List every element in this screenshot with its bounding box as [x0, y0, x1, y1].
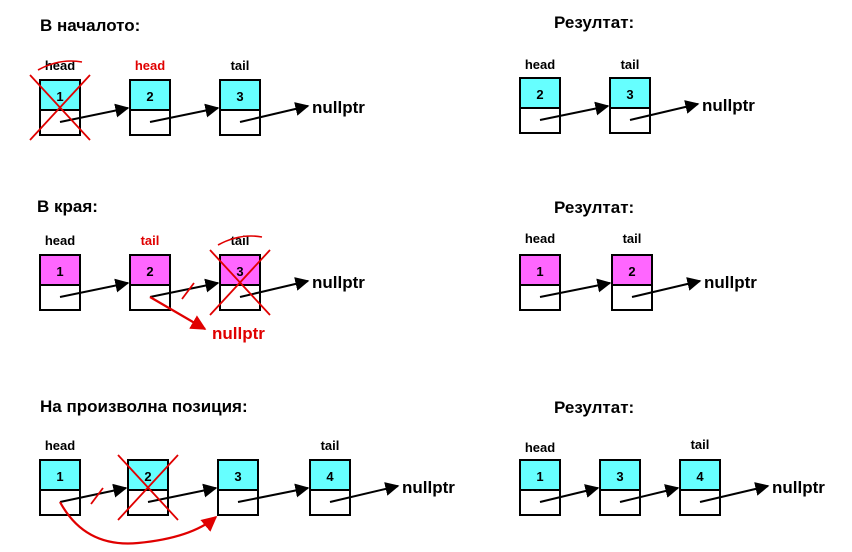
result-heading-beginning: Резултат:	[554, 13, 634, 32]
node-value: 1	[536, 469, 543, 484]
node-value-cell	[129, 254, 171, 286]
nullptr-link-arrow	[239, 102, 310, 123]
next-link-arrow	[539, 278, 612, 298]
heading-end: В края:	[37, 197, 98, 216]
node-value: 1	[56, 89, 63, 104]
nullptr-label: nullptr	[702, 96, 755, 115]
head-pointer-label: head	[45, 233, 75, 248]
node-value: 2	[536, 87, 543, 102]
node-value: 2	[146, 89, 153, 104]
redirect-nullptr-label: nullptr	[212, 324, 265, 343]
nullptr-label: nullptr	[312, 273, 365, 292]
node-value: 3	[626, 87, 633, 102]
node-value-cell	[309, 459, 351, 491]
delete-cross-line	[209, 249, 271, 316]
next-link-arrow	[237, 483, 310, 503]
next-link-arrow	[619, 484, 680, 503]
node-value-cell	[219, 254, 261, 286]
node-value-cell	[599, 459, 641, 491]
next-link-arrow	[539, 484, 600, 503]
node-next-cell	[609, 107, 651, 134]
node-value-cell	[127, 459, 169, 491]
redirect-arrow	[59, 501, 218, 545]
node-next-cell	[219, 109, 261, 136]
node-value-cell	[679, 459, 721, 491]
next-link-arrow	[149, 278, 220, 298]
node-next-cell	[39, 284, 81, 311]
node-value: 4	[696, 469, 704, 484]
nullptr-link-arrow	[329, 482, 400, 503]
tail-pointer-label: tail	[623, 231, 642, 246]
delete-cross-line	[29, 74, 91, 141]
node-value: 1	[536, 264, 543, 279]
node-next-cell	[679, 489, 721, 516]
node-value: 4	[326, 469, 334, 484]
head-pointer-label: head	[135, 58, 165, 73]
tail-pointer-label: tail	[141, 233, 160, 248]
node-next-cell	[611, 284, 653, 311]
pointer-strike	[37, 60, 83, 71]
next-link-arrow	[59, 278, 130, 298]
node-next-cell	[519, 489, 561, 516]
node-value: 3	[236, 89, 243, 104]
node-next-cell	[519, 107, 561, 134]
node-value-cell	[217, 459, 259, 491]
node-value-cell	[519, 77, 561, 109]
node-value: 2	[144, 469, 151, 484]
next-link-arrow	[59, 483, 128, 503]
tail-pointer-label: tail	[691, 437, 710, 452]
node-value: 3	[236, 264, 243, 279]
result-heading-arbitrary: Резултат:	[554, 398, 634, 417]
node-value: 3	[616, 469, 623, 484]
result-heading-end: Резултат:	[554, 198, 634, 217]
node-next-cell	[129, 109, 171, 136]
node-next-cell	[309, 489, 351, 516]
tail-pointer-label: tail	[231, 233, 250, 248]
nullptr-label: nullptr	[312, 98, 365, 117]
tail-pointer-label: tail	[621, 57, 640, 72]
pointer-strike	[217, 235, 263, 246]
cut-mark	[181, 282, 195, 300]
node-value-cell	[39, 254, 81, 286]
lists-layer: 1 2 3 head head tail nullptr 2 3 head tail nullptr 1…	[29, 57, 825, 545]
node-value: 2	[628, 264, 635, 279]
node-value: 1	[56, 469, 63, 484]
node-value: 3	[234, 469, 241, 484]
tail-pointer-label: tail	[231, 58, 250, 73]
head-pointer-label: head	[525, 57, 555, 72]
heading-arbitrary: На произволна позиция:	[40, 397, 248, 416]
head-pointer-label: head	[45, 438, 75, 453]
delete-cross-line	[117, 454, 179, 521]
node-value-cell	[219, 79, 261, 111]
nullptr-link-arrow	[629, 100, 700, 121]
nullptr-link-arrow	[631, 277, 702, 298]
node-value: 2	[146, 264, 153, 279]
redirect-arrow	[149, 296, 207, 330]
nullptr-label: nullptr	[704, 273, 757, 292]
node-next-cell	[519, 284, 561, 311]
nullptr-link-arrow	[699, 482, 770, 503]
node-next-cell	[217, 489, 259, 516]
nullptr-label: nullptr	[402, 478, 455, 497]
heading-beginning: В началото:	[40, 16, 140, 35]
node-value-cell	[519, 459, 561, 491]
node-next-cell	[599, 489, 641, 516]
node-value-cell	[611, 254, 653, 286]
next-link-arrow	[539, 101, 610, 121]
tail-pointer-label: tail	[321, 438, 340, 453]
head-pointer-label: head	[525, 231, 555, 246]
nullptr-label: nullptr	[772, 478, 825, 497]
cut-mark	[90, 487, 104, 505]
head-pointer-label: head	[525, 440, 555, 455]
next-link-arrow	[149, 103, 220, 123]
node-value-cell	[519, 254, 561, 286]
node-value: 1	[56, 264, 63, 279]
